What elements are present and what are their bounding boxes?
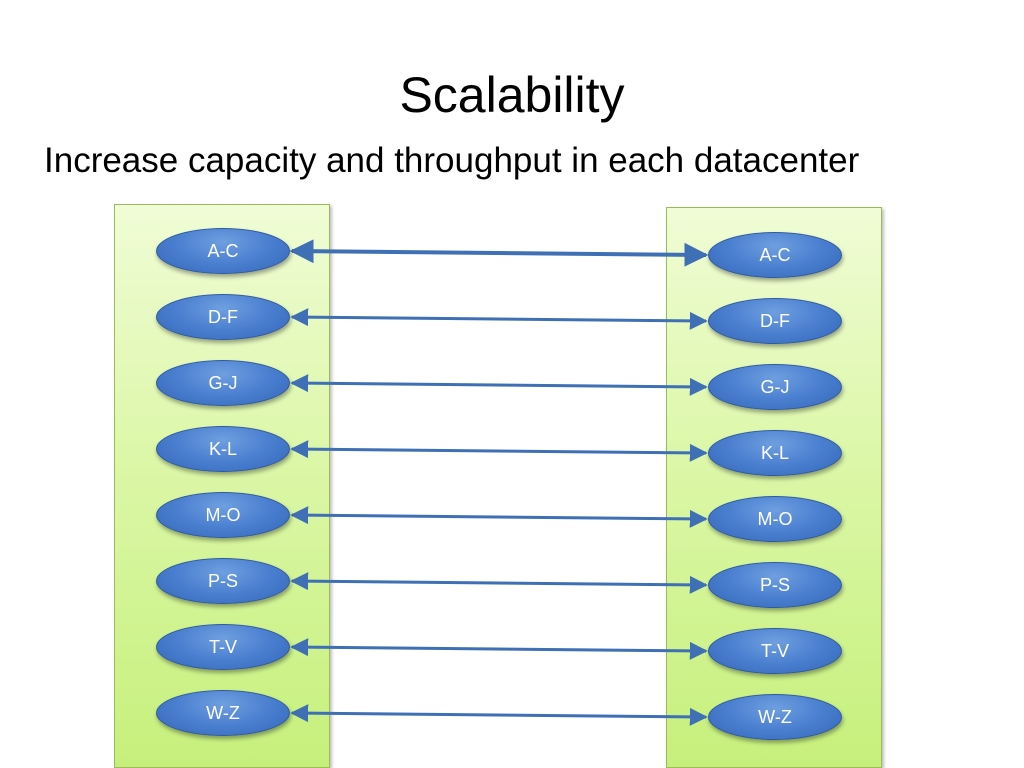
link-k-l bbox=[290, 440, 708, 462]
left-node-t-v: T-V bbox=[156, 624, 290, 670]
link-a-c bbox=[289, 239, 709, 267]
right-datacenter-panel bbox=[666, 207, 882, 768]
slide-title: Scalability bbox=[399, 67, 625, 123]
left-datacenter-panel bbox=[114, 204, 330, 768]
link-d-f bbox=[290, 308, 708, 330]
right-node-k-l: K-L bbox=[708, 430, 842, 476]
left-node-w-z: W-Z bbox=[156, 690, 290, 736]
right-node-p-s: P-S bbox=[708, 562, 842, 608]
left-node-d-f: D-F bbox=[156, 294, 290, 340]
right-node-t-v: T-V bbox=[708, 628, 842, 674]
right-node-g-j: G-J bbox=[708, 364, 842, 410]
link-t-v bbox=[290, 638, 708, 660]
right-node-d-f: D-F bbox=[708, 298, 842, 344]
left-node-p-s: P-S bbox=[156, 558, 290, 604]
left-node-g-j: G-J bbox=[156, 360, 290, 406]
left-node-k-l: K-L bbox=[156, 426, 290, 472]
left-node-m-o: M-O bbox=[156, 492, 290, 538]
left-node-a-c: A-C bbox=[156, 228, 290, 274]
link-p-s bbox=[290, 572, 708, 594]
slide-subtitle: Increase capacity and throughput in each… bbox=[44, 141, 860, 180]
right-node-w-z: W-Z bbox=[708, 694, 842, 740]
right-node-m-o: M-O bbox=[708, 496, 842, 542]
link-m-o bbox=[290, 506, 708, 528]
right-node-a-c: A-C bbox=[708, 232, 842, 278]
link-g-j bbox=[290, 374, 708, 396]
link-w-z bbox=[290, 704, 708, 726]
